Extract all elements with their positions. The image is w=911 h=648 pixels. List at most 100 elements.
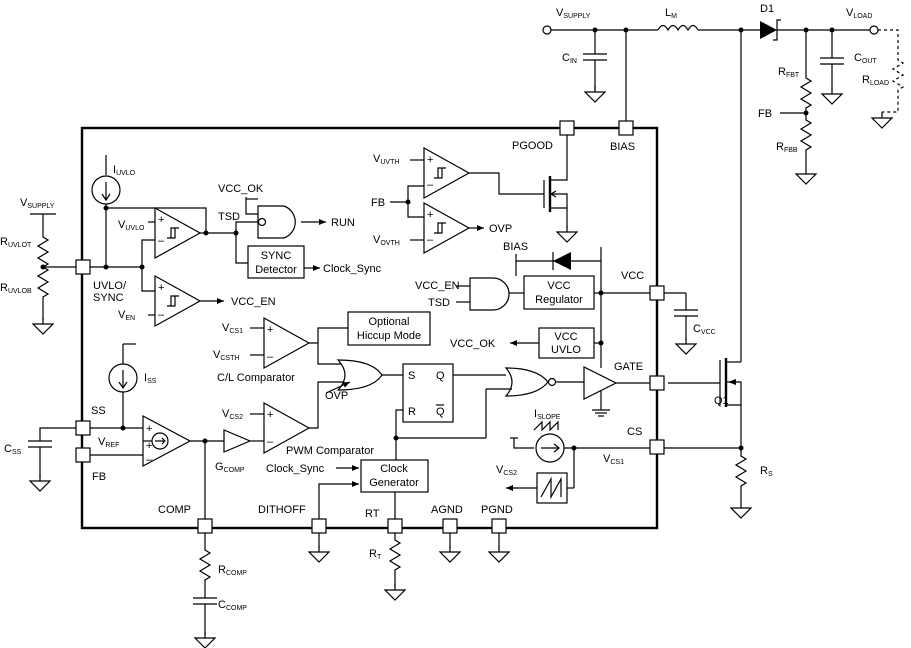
uvth-comparator xyxy=(423,146,471,200)
gate-pin-label: GATE xyxy=(614,361,643,373)
clock-sync-in-label: Clock_Sync xyxy=(266,463,325,475)
gcomp-label: GCOMP xyxy=(215,461,245,474)
sync-detector xyxy=(247,245,305,279)
power-stage: VSUPPLY CIN LM D1 VLOAD COUT xyxy=(542,3,905,185)
vcc-regulator xyxy=(523,275,595,310)
vcc-ok-top-label: VCC_OK xyxy=(218,183,264,195)
rt-pin-label: RT xyxy=(365,508,380,520)
rt-label: RT xyxy=(369,548,382,561)
svg-text:–: – xyxy=(427,234,434,246)
vcs2-ramp xyxy=(536,472,568,504)
q1-switch: Q1 RS xyxy=(664,30,773,519)
pwm-section: +– VCS2 PWM Comparator OVP S Q R Q xyxy=(222,359,650,460)
agnd-pin xyxy=(442,518,458,534)
uvlo-divider: VSUPPLY RUVLOT RUVLOB xyxy=(0,197,76,335)
fb-pin-label: FB xyxy=(92,471,106,483)
ccomp-label: CCOMP xyxy=(218,599,247,612)
vsupply-top-label: VSUPPLY xyxy=(556,7,591,20)
vcc-diode xyxy=(553,252,571,270)
cin-label: CIN xyxy=(562,52,577,65)
q1-label: Q1 xyxy=(714,395,729,407)
pwm-comparator xyxy=(263,401,311,455)
vcs2-label: VCS2 xyxy=(222,408,243,421)
rs-label: RS xyxy=(760,465,773,478)
pgood-section: +– VUVTH FB +– VOVTH OVP xyxy=(371,135,578,255)
svg-text:+: + xyxy=(267,409,273,421)
svg-text:VCC: VCC xyxy=(547,280,570,292)
feedback-divider xyxy=(799,30,813,168)
fb-ext-label: FB xyxy=(758,108,772,120)
vcs1-b-label: VCS1 xyxy=(603,453,624,466)
vuvlo-label: VUVLO xyxy=(118,219,145,232)
svg-text:UVLO: UVLO xyxy=(551,344,581,356)
hiccup-block xyxy=(347,311,431,346)
run-and-gate xyxy=(257,205,296,239)
svg-text:Q: Q xyxy=(436,370,445,382)
run-label: RUN xyxy=(331,217,355,229)
ovp-out-label: OVP xyxy=(489,223,512,235)
cl-comparator xyxy=(263,316,311,370)
soft-start-section: ISS ++– VREF GCOMP xyxy=(90,343,264,519)
gate-driver xyxy=(583,366,618,400)
vcc-en-out-label: VCC_EN xyxy=(231,296,276,308)
rcomp-label: RCOMP xyxy=(218,564,247,577)
ic-pins xyxy=(75,120,665,534)
ss-pin-label: SS xyxy=(91,405,106,417)
vload-label: VLOAD xyxy=(846,7,872,20)
comp-pin xyxy=(197,518,213,534)
pwm-comp-label: PWM Comparator xyxy=(286,445,374,457)
svg-text:Q: Q xyxy=(436,406,445,418)
vload-terminal xyxy=(869,25,879,35)
uvlo-section: IUVLO +– VUVLO VCC_OK TSD RUN SYNC Detec… xyxy=(90,155,382,328)
svg-text:SYNC: SYNC xyxy=(261,250,292,262)
svg-text:Generator: Generator xyxy=(369,477,419,489)
ruvlob-label: RUVLOB xyxy=(0,282,32,295)
en-comparator xyxy=(154,274,202,328)
rload-dashed xyxy=(878,29,905,113)
uvlo-comparator xyxy=(154,206,202,260)
cvcc-label: CVCC xyxy=(693,323,716,336)
vcc-en-and-gate xyxy=(469,277,510,311)
gate-pin xyxy=(649,375,665,391)
svg-text:Hiccup Mode: Hiccup Mode xyxy=(357,330,421,342)
vcc-uvlo-block xyxy=(538,327,595,359)
svg-text:Detector: Detector xyxy=(255,264,297,276)
svg-text:+: + xyxy=(158,214,164,226)
ovth-comparator xyxy=(423,201,471,255)
svg-text:–: – xyxy=(267,351,274,363)
pgood-label: PGOOD xyxy=(512,140,553,152)
svg-text:–: – xyxy=(267,436,274,448)
svg-text:+: + xyxy=(146,423,152,435)
ruvlot-label: RUVLOT xyxy=(0,236,32,249)
pgnd-pin xyxy=(491,518,507,534)
bias-int-label: BIAS xyxy=(503,241,528,253)
nor-gate xyxy=(504,367,549,397)
svg-text:R: R xyxy=(408,406,416,418)
cout-label: COUT xyxy=(854,52,877,65)
clock-generator xyxy=(360,459,429,493)
iuvlo-label: IUVLO xyxy=(113,164,136,177)
svg-text:–: – xyxy=(146,454,153,466)
bias-pin xyxy=(618,120,634,136)
vsupply-terminal xyxy=(542,25,552,35)
svg-text:Clock: Clock xyxy=(380,463,408,475)
css-cap: CSS xyxy=(4,427,76,492)
ss-pin xyxy=(75,420,91,436)
ovp-in-label: OVP xyxy=(325,390,348,402)
svg-text:+: + xyxy=(146,440,152,452)
rload-label: RLOAD xyxy=(862,74,889,87)
d1-diode xyxy=(760,21,777,39)
d1-label: D1 xyxy=(760,3,774,15)
svg-text:Optional: Optional xyxy=(369,316,410,328)
uvlo-pin xyxy=(75,259,91,275)
vcc-ok-out-label: VCC_OK xyxy=(450,338,496,350)
svg-text:+: + xyxy=(158,282,164,294)
dithoff-pin xyxy=(311,518,327,534)
vsupply-left-label: VSUPPLY xyxy=(20,197,55,210)
rs-resistor xyxy=(734,448,748,502)
cs-pin-label: CS xyxy=(627,426,642,438)
svg-text:VCC: VCC xyxy=(554,331,577,343)
uvlo-pin-label-2: SYNC xyxy=(93,292,124,304)
svg-text:+: + xyxy=(427,154,433,166)
